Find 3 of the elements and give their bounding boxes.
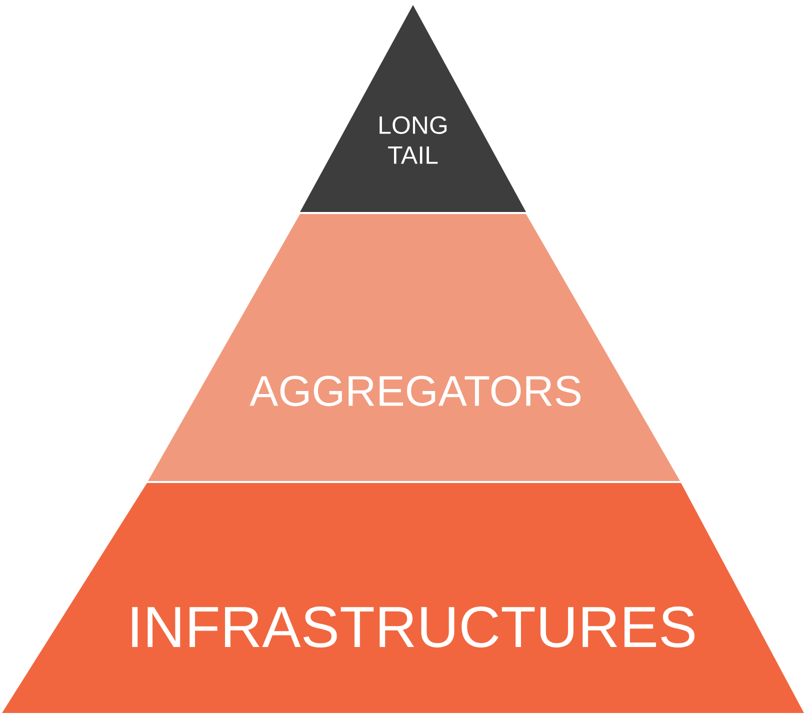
pyramid-tier: INFRASTRUCTURES (2, 483, 804, 713)
pyramid-tier: AGGREGATORS (148, 214, 680, 481)
pyramid-tier: LONG TAIL (300, 5, 526, 212)
